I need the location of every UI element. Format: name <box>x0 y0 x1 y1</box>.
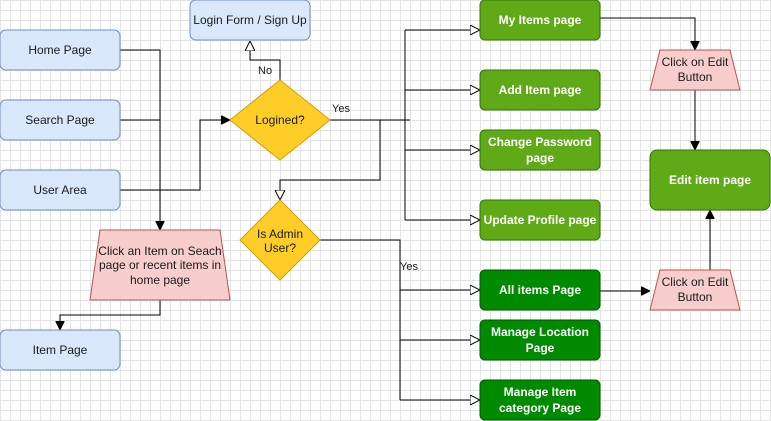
node-login-form[interactable]: Login Form / Sign Up <box>189 0 311 41</box>
node-click-edit-top[interactable]: Click on Edit Button <box>649 49 741 91</box>
svg-text:Add Item page: Add Item page <box>499 83 582 97</box>
svg-text:Change Password: Change Password <box>488 135 592 149</box>
svg-text:Click on Edit: Click on Edit <box>662 275 729 289</box>
svg-text:category Page: category Page <box>499 401 581 415</box>
node-manage-location[interactable]: Manage Location Page <box>479 319 601 361</box>
edge-is-admin-yes <box>320 239 401 400</box>
svg-text:Page: Page <box>526 341 555 355</box>
edge-user-area-to-logined <box>120 120 229 191</box>
node-my-items[interactable]: My Items page <box>479 0 601 41</box>
decision-is-admin[interactable]: Is Admin User? <box>239 199 321 281</box>
svg-text:page: page <box>526 151 554 165</box>
edge-my-items-to-click-edit <box>600 17 695 49</box>
node-user-area[interactable]: User Area <box>0 169 121 211</box>
svg-text:Edit item page: Edit item page <box>669 173 751 187</box>
node-edit-item[interactable]: Edit item page <box>649 149 771 211</box>
edge-label-no: No <box>258 65 272 77</box>
svg-text:My Items page: My Items page <box>499 13 582 27</box>
node-click-item[interactable]: Click an Item on Seach page or recent it… <box>89 229 231 301</box>
edges: No Yes Yes <box>60 17 710 400</box>
svg-text:Login Form / Sign Up: Login Form / Sign Up <box>193 13 307 27</box>
svg-text:Is Admin: Is Admin <box>257 227 303 241</box>
node-manage-category[interactable]: Manage Item category Page <box>479 379 601 421</box>
svg-text:page or recent items in: page or recent items in <box>99 258 221 272</box>
svg-text:home page: home page <box>130 273 190 287</box>
svg-text:Search Page: Search Page <box>25 113 95 127</box>
svg-text:Manage Item: Manage Item <box>504 385 577 399</box>
node-home-page[interactable]: Home Page <box>0 29 121 71</box>
node-change-password[interactable]: Change Password page <box>479 129 601 171</box>
svg-text:Manage Location: Manage Location <box>491 325 589 339</box>
node-update-profile[interactable]: Update Profile page <box>479 199 601 241</box>
svg-text:Logined?: Logined? <box>255 113 305 127</box>
edge-label-yes-admin: Yes <box>400 261 418 273</box>
edge-label-yes-logined: Yes <box>332 103 350 115</box>
svg-text:Button: Button <box>678 70 713 84</box>
decision-logined[interactable]: Logined? <box>229 79 331 161</box>
edge-home-to-click-item <box>120 49 161 270</box>
svg-text:Click on Edit: Click on Edit <box>662 55 729 69</box>
node-click-edit-bottom[interactable]: Click on Edit Button <box>649 269 741 311</box>
node-search-page[interactable]: Search Page <box>0 99 121 141</box>
svg-text:All items Page: All items Page <box>499 283 581 297</box>
edge-logined-no-to-login <box>250 42 281 80</box>
svg-text:User Area: User Area <box>33 183 87 197</box>
node-item-page[interactable]: Item Page <box>0 329 121 371</box>
edge-click-item-to-item-page <box>60 300 161 329</box>
svg-text:Button: Button <box>678 290 713 304</box>
node-all-items[interactable]: All items Page <box>479 269 601 311</box>
svg-text:Click an Item on Seach: Click an Item on Seach <box>98 244 221 258</box>
svg-text:Home Page: Home Page <box>28 43 92 57</box>
edge-logined-to-is-admin <box>280 120 381 199</box>
svg-text:Item Page: Item Page <box>33 343 88 357</box>
node-add-item[interactable]: Add Item page <box>479 69 601 111</box>
svg-text:Update Profile page: Update Profile page <box>484 213 597 227</box>
svg-text:User?: User? <box>264 241 296 255</box>
